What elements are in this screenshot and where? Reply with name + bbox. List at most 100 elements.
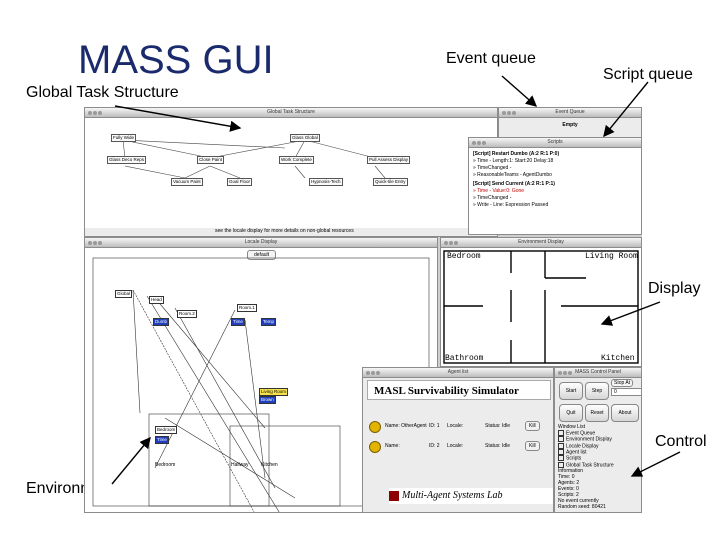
window-controls-icon[interactable] [557,370,573,375]
task-node[interactable]: Pull Assess Display [367,156,411,164]
kill-button[interactable]: Kill [525,421,540,431]
arrow-control [630,451,681,477]
window-list-item[interactable]: Global Task Structure [558,461,640,468]
locale-box[interactable]: Room.2 [177,310,197,318]
task-node[interactable]: Close Paint [197,156,225,164]
mas-lab-logo: Multi-Agent Systems Lab [389,488,553,504]
environment-titlebar[interactable]: Environment Display [441,238,641,248]
env-room-label: Bathroom [445,354,484,363]
scripts-titlebar[interactable]: Scripts [469,138,641,148]
window-list-item[interactable]: Locale Display [558,442,640,449]
agent-status: Status: Idle [485,443,511,449]
callout-global-task-structure: Global Task Structure [26,84,179,101]
control-list: Window List Event Queue Environment Disp… [558,424,640,510]
script-line: » Time - Length:1: Start:20 Delay:18 [473,158,554,164]
locale-titlebar[interactable]: Locale Display [85,238,437,248]
locale-box[interactable]: Temp [261,318,277,326]
locale-box[interactable]: Time [155,436,169,444]
locale-room-label: Hallway [231,462,249,468]
locale-box[interactable]: Head [149,296,164,304]
window-controls-icon[interactable] [87,110,103,115]
locale-box[interactable]: Living Room [259,388,289,396]
locale-box[interactable]: Dumb [153,318,170,326]
agent-name: Name: [385,443,400,449]
checkbox-icon[interactable] [558,442,564,449]
agent-name: Name: OtherAgent [385,423,427,429]
environment-window: Environment Display Bedroom Living Room … [440,237,642,367]
stop-at-label[interactable]: Stop At [611,379,634,387]
task-node[interactable]: Vacuum Paint [171,178,203,186]
window-controls-icon[interactable] [443,240,459,245]
script-line: [Script] Restart Dumbo (A:2 R:1 P:0) [473,151,560,157]
checkbox-icon[interactable] [558,448,564,455]
reset-button[interactable]: Reset [585,404,609,422]
quit-button[interactable]: Quit [559,404,583,422]
window-controls-icon[interactable] [87,240,103,245]
agent-locale: Locale: [447,443,464,449]
task-node[interactable]: Glass Deco Reps [107,156,147,164]
control-title: MASS Control Panel [575,369,621,375]
script-line: » ReasonableTeams - AgentDumbo [473,172,552,178]
checkbox-icon[interactable] [558,430,564,436]
slide-title: MASS GUI [78,38,274,82]
arrow-event-queue [501,75,538,107]
floor-plan [443,250,639,364]
task-node[interactable]: Work Complete [279,156,314,164]
window-controls-icon[interactable] [471,140,487,145]
info-line: Agents: 2 [558,479,580,486]
task-node[interactable]: Quick-tile Entry [373,178,408,186]
global-task-titlebar[interactable]: Global Task Structure [85,108,497,118]
global-task-title: Global Task Structure [267,109,315,115]
locale-title: Locale Display [244,239,278,245]
agent-row: Name: OtherAgent ID: 1 Locale: Status: I… [367,420,551,434]
checkbox-icon[interactable] [558,461,564,468]
script-line: » TimeChanged - [473,195,512,201]
script-line: » TimeChanged - [473,165,512,171]
info-line: Events: 0 [558,485,579,492]
arrow-display [600,301,661,326]
locale-box[interactable]: Time [231,318,245,326]
agent-face-icon [369,421,381,433]
locale-box[interactable]: Bedroom [155,426,178,434]
about-button[interactable]: About [611,404,639,422]
info-line: Scripts: 2 [558,491,579,498]
step-button[interactable]: Step [585,382,609,400]
screenshot-panel: Global Task Structure Fully Wid [84,107,642,513]
env-room-label: Bedroom [447,252,481,261]
event-queue-titlebar[interactable]: Event Queue [499,108,641,118]
script-line: [Script] Send Current (A:2 R:1 P:1) [473,181,555,187]
task-node[interactable]: Hypnosis-Tech [309,178,343,186]
window-controls-icon[interactable] [365,370,381,375]
status-line: No event currently [558,497,599,504]
task-node[interactable]: Glass Global [290,134,320,142]
stop-at-input[interactable]: 0 [611,388,641,396]
task-node[interactable]: Goal Floor [227,178,253,186]
global-task-window: Global Task Structure Fully Wid [84,107,498,237]
scripts-window: Scripts [Script] Restart Dumbo (A:2 R:1 … [468,137,642,235]
window-controls-icon[interactable] [501,110,517,115]
locale-dropdown[interactable]: default [247,250,277,260]
window-list-item[interactable]: Agent list [558,448,640,455]
control-window: MASS Control Panel Start Step Stop At 0 … [554,367,642,513]
control-titlebar[interactable]: MASS Control Panel [555,368,641,378]
agent-window: Agent list MASL Survivability Simulator … [362,367,554,513]
callout-script-queue: Script queue [603,66,693,83]
checkbox-icon[interactable] [558,455,564,462]
task-node[interactable]: Fully Wide [111,134,137,142]
window-list-item[interactable]: Environment Display [558,436,640,443]
checkbox-icon[interactable] [558,436,564,443]
kill-button[interactable]: Kill [525,441,540,451]
agent-status: Status: Idle [485,423,511,429]
agent-titlebar[interactable]: Agent list [363,368,553,378]
info-label: Information [558,467,584,474]
locale-box[interactable]: Brown [259,396,276,404]
locale-box[interactable]: Room.1 [237,304,257,312]
start-button[interactable]: Start [559,382,583,400]
window-list-item[interactable]: Event Queue [558,430,640,436]
mas-logo-icon [389,490,399,501]
locale-box[interactable]: Global [115,290,133,298]
callout-control: Control [655,433,707,450]
info-line: Time: 0 [558,473,575,480]
global-task-status: see the locale display for more details … [215,228,354,234]
window-list-item[interactable]: Scripts [558,455,640,462]
